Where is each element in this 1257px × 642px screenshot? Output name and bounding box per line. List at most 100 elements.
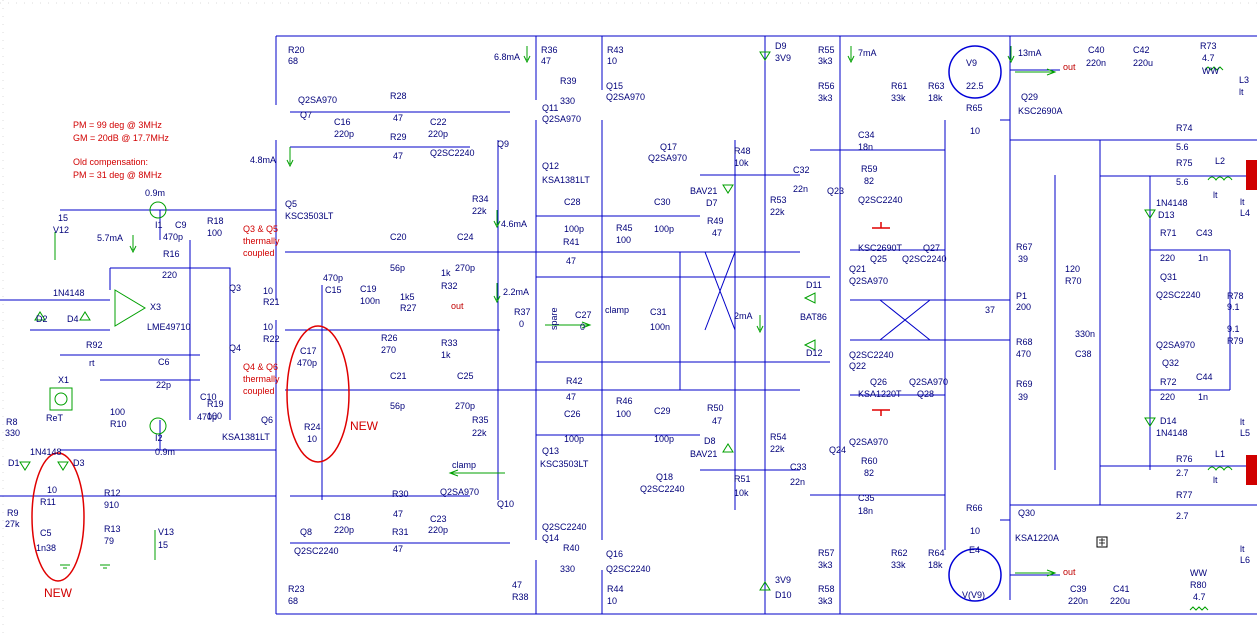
component-label: 3V9 [775,53,791,63]
component-label: C38 [1075,349,1092,359]
component-label: R24 [304,422,321,432]
component-label: Q2SC2240 [640,484,685,494]
component-label: R12 [104,488,121,498]
component-label: KSC2690A [1018,106,1063,116]
component-label: C30 [654,197,671,207]
component-label: Q2SC2240 [542,522,587,532]
component-label: C33 [790,462,807,472]
component-label: 330 [560,96,575,106]
note-old-compensation: Old compensation: [73,157,148,167]
component-label: C24 [457,232,474,242]
component-label: 100p [564,224,584,234]
component-label: Q5 [285,199,297,209]
component-label: 10 [263,286,273,296]
component-label: C22 [430,117,447,127]
component-label: BAT86 [800,312,827,322]
component-label: 18n [858,506,873,516]
component-label: R29 [390,132,407,142]
component-label: R72 [1160,377,1177,387]
component-label: R31 [392,527,409,537]
component-label: 10 [607,56,617,66]
component-label: D10 [775,590,792,600]
component-label: 15 [58,213,68,223]
component-label: R78 [1227,291,1244,301]
component-label: R21 [263,297,280,307]
current-2-2ma: 2.2mA [503,287,529,297]
component-label: lt [1240,197,1245,207]
component-label: KSA1381LT [222,432,270,442]
component-label: L2 [1215,156,1225,166]
annotation-arrows [54,46,1057,577]
component-label: 5.6 [1176,142,1189,152]
component-label: V9 [966,58,977,68]
current-7ma-top: 7mA [858,48,877,58]
component-label: 33k [891,93,906,103]
component-label: 4.7 [1193,592,1206,602]
component-label: 470p [163,232,183,242]
component-label: Q2SA970 [542,114,581,124]
component-label: 0.9m [155,447,175,457]
component-label: Q17 [660,142,677,152]
component-label: Q29 [1021,92,1038,102]
component-label: V13 [158,527,174,537]
component-label: V12 [53,225,69,235]
current-2ma: 2mA [734,311,753,321]
component-label: 0.9m [145,188,165,198]
component-label: L3 [1239,75,1249,85]
component-label: 82 [864,176,874,186]
component-label: KSA1381LT [542,175,590,185]
component-label: C6 [158,357,170,367]
component-label: C5 [40,528,52,538]
component-label: 47 [712,416,722,426]
component-label: C34 [858,130,875,140]
component-label: C29 [654,406,671,416]
component-label: R75 [1176,158,1193,168]
component-label: 120 [1065,264,1080,274]
component-label: Q2SC2240 [430,148,475,158]
component-label: KSA1220A [1015,533,1059,543]
front-end-wiring [0,69,1257,576]
component-label: lt [1213,475,1218,485]
component-label: Q3 [229,283,241,293]
component-label: 270p [455,263,475,273]
component-label: 22n [790,477,805,487]
component-label: 47 [566,392,576,402]
component-label: 1N4148 [30,447,62,457]
component-label: 47 [712,228,722,238]
thermal-lower-line2: thermally [243,374,280,384]
component-label: R64 [928,548,945,558]
thermal-coupling-notes: Q3 & Q5 thermally coupled Q4 & Q6 therma… [243,224,280,396]
note-pm-old: PM = 31 deg @ 8MHz [73,170,162,180]
component-label: Q30 [1018,508,1035,518]
component-label: R34 [472,194,489,204]
component-label: R56 [818,81,835,91]
component-label: R38 [512,592,529,602]
net-out-vas: out [451,301,464,311]
new-label-input: NEW [44,586,73,600]
component-label: R68 [1016,337,1033,347]
component-label: KSC2690T [858,243,903,253]
component-label: 220p [428,525,448,535]
component-label: R66 [966,503,983,513]
component-label: Q2SC2240 [294,546,339,556]
component-label: 37 [985,305,995,315]
component-label: 18k [928,560,943,570]
component-label: 10 [607,596,617,606]
component-label: Q10 [497,499,514,509]
new-compensation-circle-c17-r24 [286,325,350,463]
component-label: R71 [1160,228,1177,238]
component-label: 22k [472,206,487,216]
component-label: 68 [288,56,298,66]
component-label: lt [1240,544,1245,554]
component-label: 22n [793,184,808,194]
component-label: 1n [1198,253,1208,263]
component-label: Q25 [870,254,887,264]
component-label: 220p [428,129,448,139]
component-label: 0 [519,319,524,329]
component-label: X3 [150,302,161,312]
net-out-bottom: out [1063,567,1076,577]
component-label: 10 [263,322,273,332]
component-label: 1k [441,268,451,278]
component-label: BAV21 [690,186,717,196]
